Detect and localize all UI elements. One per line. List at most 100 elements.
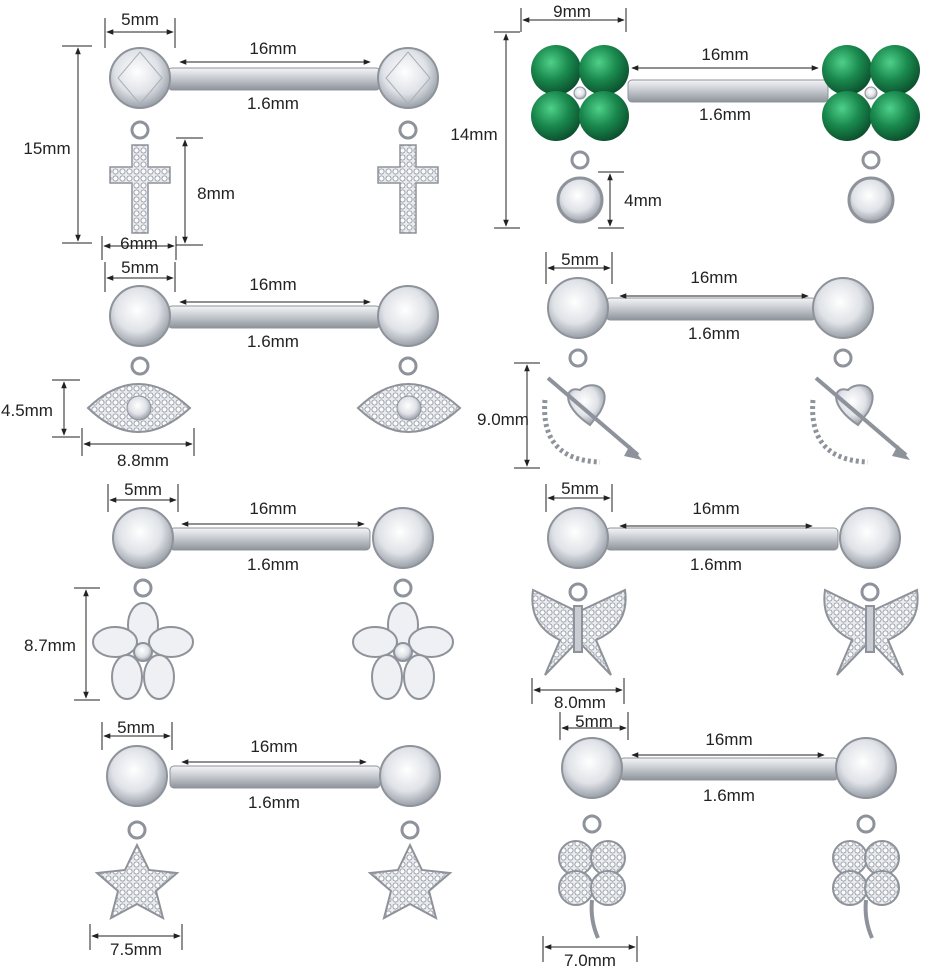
dim-charm-height: 8mm — [176, 137, 235, 246]
clover-charm-right — [832, 840, 900, 939]
eye-charm-right — [356, 383, 462, 433]
flower-charm-right — [352, 602, 454, 700]
dim-bar-length: 16mm — [181, 737, 367, 765]
bar-length-label: 16mm — [249, 275, 296, 294]
gem-head-left — [109, 47, 171, 109]
product-butterfly: 5mm 16mm 1.6mm 8.0mm — [531, 479, 919, 712]
charm-height-label: 9.0mm — [477, 410, 529, 429]
head-width-label: 9mm — [553, 2, 591, 21]
head-width-label: 5mm — [124, 480, 162, 499]
charm-width-label: 6mm — [120, 234, 158, 253]
charm-ring — [133, 578, 153, 598]
dim-total-height: 15mm — [23, 45, 92, 244]
bar-length-label: 16mm — [705, 730, 752, 749]
product-clover-charm: 5mm 16mm 1.6mm 7.0mm — [542, 712, 900, 970]
bar-gauge-label: 1.6mm — [690, 555, 742, 574]
bar-gauge-label: 1.6mm — [703, 786, 755, 805]
dim-head-width: 5mm — [559, 712, 629, 740]
bar-gauge-label: 1.6mm — [248, 793, 300, 812]
gem-head-left — [112, 507, 174, 569]
charm-ring — [861, 150, 881, 170]
gem-head-left — [106, 745, 168, 807]
charm-ring — [393, 578, 413, 598]
charm-height-label: 8.7mm — [24, 636, 76, 655]
barbell-bar — [167, 67, 381, 91]
flower-charm-left — [92, 602, 194, 700]
clover-gem-head-left — [531, 45, 629, 141]
charm-ring — [130, 356, 150, 376]
gem-head-right — [377, 285, 439, 347]
charm-ring — [860, 582, 880, 602]
total-height-label: 14mm — [450, 125, 497, 144]
product-star: 5mm 16mm 1.6mm 7.5mm — [89, 718, 453, 959]
head-width-label: 5mm — [121, 258, 159, 277]
gem-head-left — [547, 277, 609, 339]
heart-arrow-charm-left — [542, 376, 642, 465]
charm-ring — [568, 348, 588, 368]
barbell-bar — [167, 305, 381, 329]
charm-width-label: 7.5mm — [110, 940, 162, 959]
heart-arrow-charm-right — [810, 376, 910, 465]
clover-charm-left — [558, 840, 626, 939]
bar-length-label: 16mm — [249, 499, 296, 518]
charm-width-label: 8.0mm — [554, 693, 606, 712]
gem-head-right — [372, 507, 434, 569]
charm-width-label: 8.8mm — [117, 451, 169, 470]
charm-height-label: 4mm — [624, 191, 662, 210]
dim-charm-height: 4.5mm — [1, 379, 80, 438]
head-width-label: 5mm — [561, 250, 599, 269]
bar-length-label: 16mm — [250, 737, 297, 756]
butterfly-charm-left — [531, 588, 627, 676]
head-width-label: 5mm — [561, 479, 599, 498]
dim-charm-height: 8.7mm — [24, 587, 100, 701]
dim-head-width: 5mm — [545, 479, 613, 512]
bar-length-label: 16mm — [249, 39, 296, 58]
dim-charm-width: 6mm — [101, 234, 177, 260]
round-drop-charm-left — [556, 176, 604, 224]
dim-head-width: 5mm — [107, 480, 179, 512]
gem-head-right — [377, 47, 439, 109]
charm-ring — [582, 814, 602, 834]
bar-gauge-label: 1.6mm — [699, 105, 751, 124]
dim-head-width: 5mm — [101, 718, 173, 750]
gem-head-right — [379, 745, 441, 807]
dim-head-width: 5mm — [104, 258, 176, 292]
dim-total-height: 14mm — [450, 31, 520, 229]
bar-gauge-label: 1.6mm — [688, 324, 740, 343]
bar-gauge-label: 1.6mm — [247, 94, 299, 113]
cross-charm-right — [377, 144, 439, 234]
product-cross: 5mm 16mm 1.6mm 15mm 8mm 6mm — [23, 10, 439, 260]
dim-charm-width: 7.0mm — [542, 936, 638, 970]
gem-head-left — [109, 285, 171, 347]
charm-ring — [127, 820, 147, 840]
barbell-bar — [169, 765, 381, 789]
dim-charm-width: 8.0mm — [531, 678, 625, 712]
bar-gauge-label: 1.6mm — [247, 555, 299, 574]
round-drop-charm-right — [847, 176, 895, 224]
dim-bar-length: 16mm — [631, 45, 819, 71]
charm-ring — [856, 814, 876, 834]
dim-head-width: 5mm — [545, 250, 613, 284]
barbell-bar — [605, 527, 839, 551]
product-evil-eye: 5mm 16mm 1.6mm 4.5mm 8.8mm — [1, 258, 462, 470]
bar-length-label: 16mm — [692, 499, 739, 518]
dim-bar-length: 16mm — [619, 268, 809, 299]
bar-length-label: 16mm — [690, 268, 737, 287]
butterfly-charm-right — [823, 588, 919, 676]
charm-height-label: 8mm — [197, 184, 235, 203]
eye-charm-left — [86, 383, 192, 433]
charm-ring — [570, 150, 590, 170]
head-width-label: 5mm — [117, 718, 155, 737]
barbell-bar — [619, 757, 839, 781]
dim-charm-height: 9.0mm — [477, 362, 540, 469]
dim-bar-length: 16mm — [181, 499, 365, 527]
bar-length-label: 16mm — [701, 45, 748, 64]
charm-ring — [398, 120, 418, 140]
cross-charm-left — [109, 144, 171, 234]
barbell-bar — [627, 79, 829, 103]
dim-bar-length: 16mm — [179, 39, 371, 65]
star-charm-right — [367, 842, 453, 920]
dim-charm-height: 4mm — [598, 171, 662, 229]
product-heart-arrow: 5mm 16mm 1.6mm 9.0mm — [477, 250, 910, 469]
